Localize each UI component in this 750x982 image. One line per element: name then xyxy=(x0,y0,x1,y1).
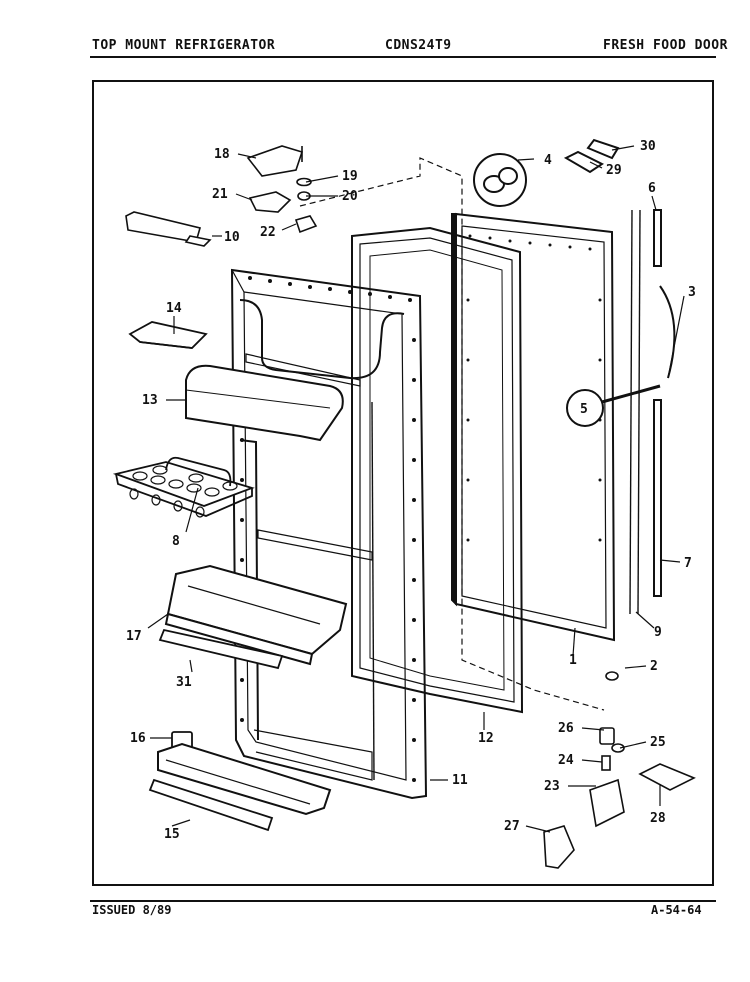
callout-10: 10 xyxy=(224,230,240,245)
footer-issue-date: ISSUED 8/89 xyxy=(92,903,172,917)
callout-19: 19 xyxy=(342,169,358,184)
header-title: TOP MOUNT REFRIGERATOR xyxy=(92,38,276,53)
bin-trim-strip xyxy=(158,628,284,670)
callout-8: 8 xyxy=(172,534,180,549)
callout-18: 18 xyxy=(214,147,230,162)
callout-26: 26 xyxy=(558,721,574,736)
callout-2: 2 xyxy=(650,659,658,674)
callout-20: 20 xyxy=(342,189,358,204)
door-shelf-bin xyxy=(164,564,348,666)
lower-hinge xyxy=(543,763,696,869)
dairy-compartment-door xyxy=(185,364,344,442)
footer-rule xyxy=(90,900,716,902)
callout-28: 28 xyxy=(650,811,666,826)
header-section-name: FRESH FOOD DOOR xyxy=(603,38,728,53)
egg-tray-cups xyxy=(129,465,238,518)
callout-21: 21 xyxy=(212,187,228,202)
header-model-number: CDNS24T9 xyxy=(385,38,452,53)
egg-tray xyxy=(112,456,255,517)
callout-12: 12 xyxy=(478,731,494,746)
callout-31: 31 xyxy=(176,675,192,690)
callout-24: 24 xyxy=(558,753,574,768)
inner-door-liner xyxy=(230,268,428,800)
callout-7: 7 xyxy=(684,556,692,571)
callout-29: 29 xyxy=(606,163,622,178)
callout-11: 11 xyxy=(452,773,468,788)
outer-door-panel xyxy=(451,212,616,642)
door-gasket xyxy=(351,226,524,714)
outer-door-holes xyxy=(466,234,602,542)
leader-lines xyxy=(147,145,685,833)
door-bushing xyxy=(473,153,527,207)
callout-30: 30 xyxy=(640,139,656,154)
callout-17: 17 xyxy=(126,629,142,644)
callout-5: 5 xyxy=(580,402,588,417)
callout-1: 1 xyxy=(569,653,577,668)
plate-and-cap xyxy=(563,138,620,174)
callout-9: 9 xyxy=(654,625,662,640)
inner-liner-holes xyxy=(240,276,416,782)
alignment-dashes xyxy=(299,157,605,711)
callout-16: 16 xyxy=(130,731,146,746)
bottom-bin-trim xyxy=(148,778,274,832)
small-tray xyxy=(128,321,208,349)
bottom-door-bin xyxy=(157,742,332,816)
diagram-frame xyxy=(92,80,714,886)
hinge-cover xyxy=(125,211,212,247)
detail-circle xyxy=(566,384,661,427)
callout-25: 25 xyxy=(650,735,666,750)
callout-4: 4 xyxy=(544,153,552,168)
callout-22: 22 xyxy=(260,225,276,240)
callout-13: 13 xyxy=(142,393,158,408)
header-rule xyxy=(90,56,716,58)
callout-3: 3 xyxy=(688,285,696,300)
bottom-hinge-pin-parts xyxy=(599,671,625,771)
callout-23: 23 xyxy=(544,779,560,794)
door-rods-and-strips xyxy=(629,209,676,615)
footer-page-code: A-54-64 xyxy=(651,903,702,917)
callout-14: 14 xyxy=(166,301,182,316)
callout-27: 27 xyxy=(504,819,520,834)
callout-labels: 1 2 3 4 5 6 7 8 9 10 11 12 13 14 15 16 1… xyxy=(126,139,696,842)
callout-6: 6 xyxy=(648,181,656,196)
callout-15: 15 xyxy=(164,827,180,842)
top-hinge-assembly xyxy=(246,145,318,234)
